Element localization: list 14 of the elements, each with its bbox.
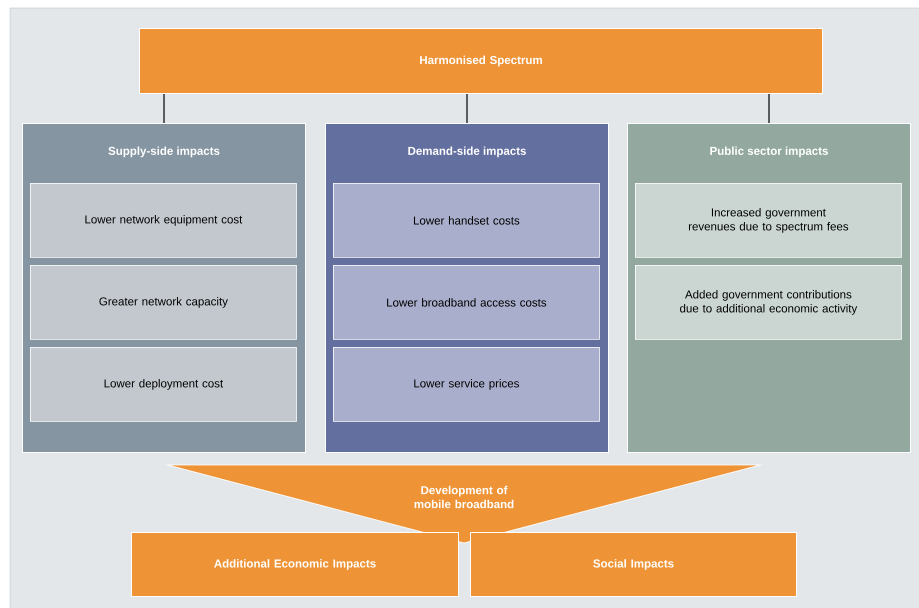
impact-box: Additional Economic Impacts — [131, 532, 459, 597]
impact-box: Lower service prices — [333, 347, 600, 422]
impact-box: Lower deployment cost — [30, 347, 297, 422]
connector-line — [163, 94, 165, 123]
impact-box: Greater network capacity — [30, 265, 297, 340]
connector-line — [768, 94, 770, 123]
impact-box: Lower broadband access costs — [333, 265, 600, 340]
impact-box: Lower network equipment cost — [30, 183, 297, 258]
impact-box: Harmonised Spectrum — [139, 28, 823, 94]
impact-box: Added government contributions due to additional economic activity — [635, 265, 902, 340]
connector-line — [466, 94, 468, 123]
impact-box: Increased government revenues due to spectrum fees — [635, 183, 902, 258]
impact-box: Social Impacts — [470, 532, 797, 597]
impact-box: Lower handset costs — [333, 183, 600, 258]
